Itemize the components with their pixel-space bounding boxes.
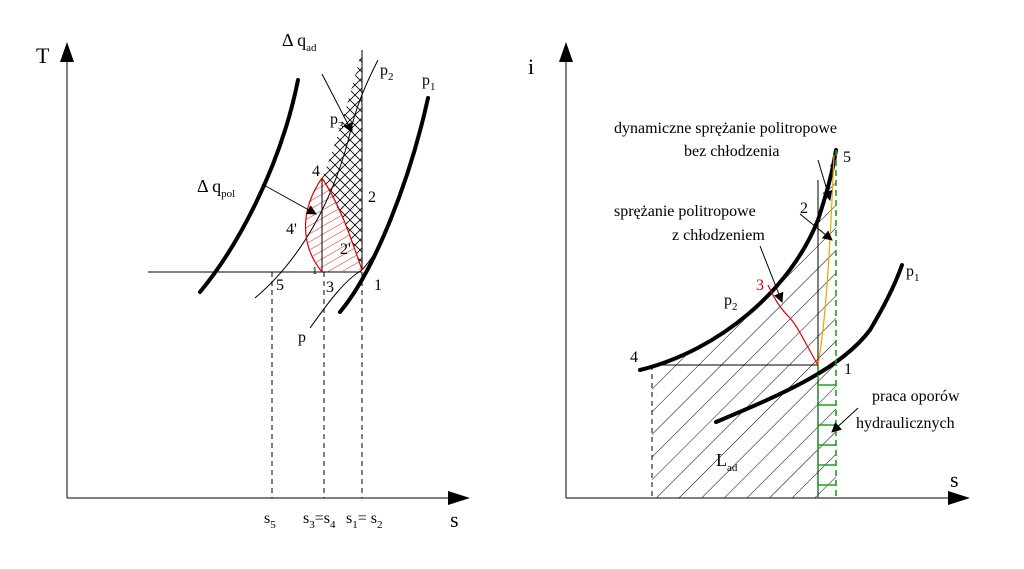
ann-cooled-line1: sprężanie politropowe	[614, 203, 756, 220]
point-1-right: 1	[844, 361, 852, 378]
right-y-arrow	[559, 42, 573, 62]
point-2-right: 2	[800, 200, 808, 217]
leader-uncooled	[817, 159, 833, 201]
label-p2: p2	[380, 62, 394, 83]
point-3-right: 3	[756, 277, 764, 294]
leader-cooled	[759, 245, 784, 303]
label-p: p	[298, 329, 306, 346]
right-is-diagram: i s dynamiczne sprężanie politropowe bez…	[528, 42, 970, 505]
left-x-label: s	[450, 507, 459, 532]
process-1-3	[767, 284, 819, 366]
point-1: 1	[374, 277, 382, 294]
tick-s5: s5	[264, 510, 276, 531]
label-lad: Lad	[716, 450, 738, 474]
leader-dq-pol	[261, 183, 317, 215]
tick-s3-s4: s3=s4	[303, 510, 336, 531]
point-3: 3	[326, 279, 334, 296]
left-y-label: T	[36, 43, 50, 68]
ann-cooled-line2: z chłodzeniem	[672, 227, 765, 244]
left-x-arrow	[448, 491, 470, 505]
isobar-p1-right	[714, 263, 904, 424]
process-1-4	[321, 177, 363, 271]
point-5: 5	[276, 277, 284, 294]
ann-friction-line1: praca oporów	[872, 388, 960, 405]
ann-friction-line2: hydraulicznych	[856, 415, 955, 432]
point-4-right: 4	[630, 349, 638, 366]
ann-uncooled-line1: dynamiczne sprężanie politropowe	[614, 120, 837, 137]
label-dq-pol: Δ qpol	[197, 176, 235, 200]
label-p2-right: p2	[724, 292, 738, 313]
label-dq-ad: Δ qad	[282, 30, 317, 54]
leader-dq-ad	[321, 73, 353, 133]
left-y-arrow	[60, 42, 74, 62]
process-1-5	[817, 154, 835, 366]
label-p1-right: p1	[906, 263, 920, 284]
right-x-arrow	[948, 491, 970, 505]
tick-s1-s2: s1= s2	[346, 510, 382, 531]
point-5-right: 5	[843, 149, 851, 166]
right-x-label: s	[950, 467, 959, 492]
leader-friction	[831, 407, 859, 433]
point-1-small: 1	[312, 265, 318, 277]
right-y-label: i	[528, 54, 534, 79]
left-ts-diagram: T s Δ qad Δ qpol p2 p1 p3 p 4 4' 2 2' 1 …	[36, 30, 470, 532]
process-4-3	[305, 177, 323, 273]
point-2p: 2'	[340, 241, 351, 258]
label-p1: p1	[422, 72, 436, 93]
point-4: 4	[312, 163, 320, 180]
isobar-p2-right	[638, 148, 838, 372]
point-2: 2	[368, 189, 376, 206]
ann-uncooled-line2: bez chłodzenia	[684, 143, 780, 160]
lad-area	[652, 150, 836, 498]
dq-pol-area	[305, 178, 362, 272]
leader-2	[799, 213, 833, 241]
point-4p: 4'	[286, 221, 297, 238]
isobar-p3	[198, 78, 300, 294]
label-p3: p3	[330, 111, 344, 132]
isobar-p2	[254, 59, 379, 299]
